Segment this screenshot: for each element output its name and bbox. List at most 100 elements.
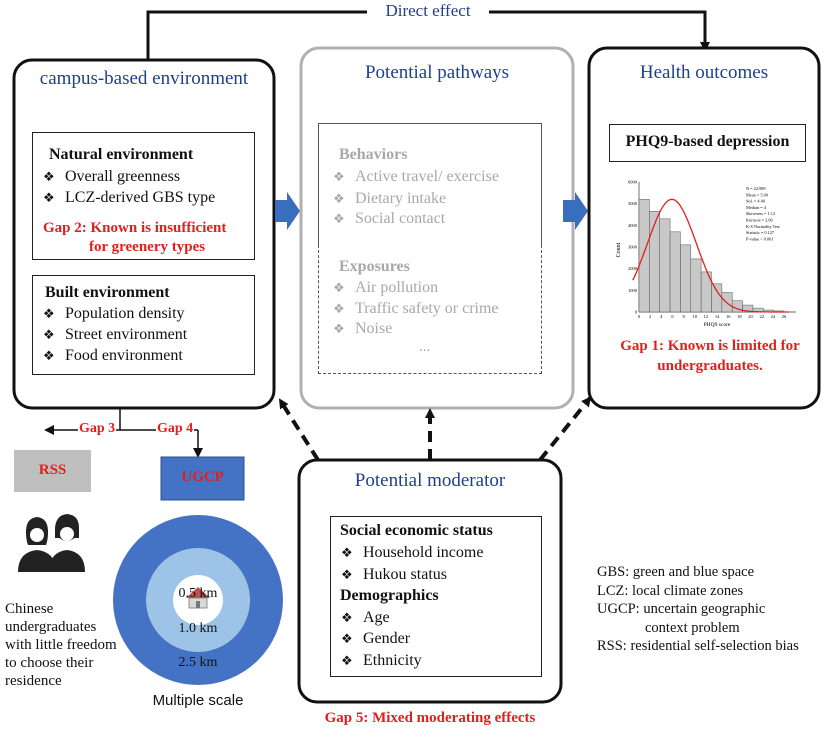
demo-item-2: ❖Gender <box>341 630 411 647</box>
moderator-arrow-right <box>538 396 592 462</box>
natural-item-1: ❖Overall greenness <box>43 168 181 185</box>
glossary-ugcp: UGCP: uncertain geographic <box>597 601 766 617</box>
glossary-ugcp-cont: context problem <box>645 619 740 636</box>
ring-label-2-5: 2.5 km <box>178 655 218 670</box>
histogram-stat: Mean = 5.00 <box>746 192 768 197</box>
histogram-x-tick: 8 <box>682 314 685 319</box>
blue-arrow-2 <box>563 192 588 230</box>
behaviors-item-2: ❖Dietary intake <box>333 190 447 207</box>
histogram-stat: Std. = 4.40 <box>746 199 765 204</box>
behaviors-item-3: ❖Social contact <box>333 210 446 227</box>
gap2-line1: Gap 2: Known is insufficient <box>43 220 227 236</box>
histogram-x-tick: 12 <box>704 314 709 319</box>
histogram-y-tick: 0 <box>635 310 638 315</box>
ses-heading: Social economic status <box>340 522 493 539</box>
chinese-undergraduates-text: Chinese undergraduates with little freed… <box>5 601 117 689</box>
histogram-bar <box>649 211 660 313</box>
ses-item-1: ❖Household income <box>341 544 484 561</box>
moderator-arrow-left <box>278 398 320 462</box>
histogram-stat: N = 22,989 <box>746 186 766 192</box>
histogram-x-tick: 16 <box>726 314 731 319</box>
natural-environment-box: Natural environment ❖Overall greenness ❖… <box>32 132 255 260</box>
histogram-x-tick: 0 <box>638 314 641 319</box>
blue-arrow-1 <box>275 192 300 230</box>
ses-item-2: ❖Hukou status <box>341 566 447 583</box>
glossary-rss: RSS: residential self-selection bias <box>597 638 799 654</box>
histogram-stat: P-value < 0.001 <box>746 236 773 241</box>
built-item-2: ❖Street environment <box>43 326 188 343</box>
histogram-y-label: Count <box>616 242 622 257</box>
gap3-label: Gap 3 <box>78 421 117 437</box>
normal-curve <box>632 198 789 313</box>
demo-item-3: ❖Ethnicity <box>341 652 422 669</box>
built-heading: Built environment <box>45 284 170 301</box>
gap1-line1: Gap 1: Known is limited for <box>620 338 800 354</box>
direct-effect-label: Direct effect <box>367 1 489 21</box>
histogram-y-tick: 2000 <box>628 266 638 271</box>
histogram-bar <box>711 283 723 313</box>
histogram-x-tick: 22 <box>759 314 764 319</box>
people-icon <box>18 514 85 572</box>
histogram-stat: K-S Normality Test <box>746 224 781 229</box>
rss-label: RSS <box>38 462 67 478</box>
exposures-item-3: ❖Noise <box>333 320 393 337</box>
histogram-y-tick: 5000 <box>628 201 638 206</box>
health-title: Health outcomes <box>639 62 769 83</box>
building-icon <box>186 587 210 609</box>
pathways-title: Potential pathways <box>364 62 510 83</box>
exposures-ellipsis: ... <box>419 339 431 355</box>
exposures-heading: Exposures <box>339 258 410 275</box>
moderator-box: Social economic status ❖Household income… <box>330 516 542 677</box>
gap1-line2: undergraduates. <box>657 358 763 374</box>
exposures-item-1: ❖Air pollution <box>333 279 439 296</box>
histogram-bar <box>659 218 671 313</box>
moderator-title: Potential moderator <box>354 470 506 491</box>
ring-label-0-5: 0.5 km <box>178 586 218 601</box>
phq-box: PHQ9-based depression <box>609 124 806 162</box>
histogram-y-tick: 3000 <box>628 245 638 250</box>
histogram-bar <box>638 199 650 313</box>
demo-item-1: ❖Age <box>341 609 390 626</box>
histogram-stat: Statistic = 0.127 <box>746 230 775 235</box>
histogram-x-tick: 14 <box>715 314 720 319</box>
glossary-lcz: LCZ: local climate zones <box>597 582 744 599</box>
histogram-x-tick: 4 <box>660 314 663 319</box>
glossary: GBS: green and blue space LCZ: local cli… <box>597 563 799 656</box>
histogram-y-tick: 4000 <box>628 223 638 228</box>
histogram-stat: Kurtosis = 2.66 <box>746 218 774 223</box>
campus-title: campus-based environment <box>39 68 249 89</box>
gap2-line2: for greenery types <box>89 239 206 255</box>
rss-box <box>14 450 91 492</box>
gap5-label: Gap 5: Mixed moderating effects <box>324 710 536 726</box>
demo-heading: Demographics <box>340 587 439 604</box>
natural-heading: Natural environment <box>49 146 194 163</box>
histogram-x-tick: 2 <box>649 314 651 319</box>
phq-histogram: 0 1000 2000 3000 4000 5000 6000 0 2 4 6 8 10 12 14 16 1… <box>616 180 796 328</box>
histogram-x-tick: 26 <box>782 314 787 319</box>
glossary-gbs: GBS: green and blue space <box>597 564 755 580</box>
built-environment-box: Built environment ❖Population density ❖S… <box>32 275 255 375</box>
phq-label: PHQ9-based depression <box>625 133 790 150</box>
histogram-y-tick: 6000 <box>628 180 638 185</box>
histogram-bar <box>690 258 702 313</box>
behaviors-heading: Behaviors <box>339 146 408 163</box>
histogram-bar <box>669 231 681 313</box>
histogram-x-tick: 10 <box>693 314 698 319</box>
exposures-item-2: ❖Traffic safety or crime <box>333 300 499 317</box>
exposures-box: Exposures ❖Air pollution ❖Traffic safety… <box>318 245 542 374</box>
histogram-x-tick: 18 <box>737 314 742 319</box>
gap4-label: Gap 4 <box>156 421 195 437</box>
histogram-bar <box>680 244 692 313</box>
histogram-x-tick: 20 <box>748 314 753 319</box>
histogram-x-label: PHQ9 score <box>704 322 731 328</box>
behaviors-item-1: ❖Active travel/ exercise <box>333 168 499 185</box>
behaviors-box: Behaviors ❖Active travel/ exercise ❖Diet… <box>318 123 542 246</box>
histogram-y-tick: 1000 <box>628 288 638 293</box>
natural-item-2: ❖LCZ-derived GBS type <box>43 189 216 206</box>
histogram-stat: Median = 4 <box>746 205 767 210</box>
ugcp-box <box>160 456 245 501</box>
histogram-x-tick: 6 <box>671 314 674 319</box>
histogram-stat: Skewness = 1.12 <box>746 211 775 216</box>
built-item-3: ❖Food environment <box>43 347 183 364</box>
multiple-scale-label: Multiple scale <box>152 692 244 709</box>
